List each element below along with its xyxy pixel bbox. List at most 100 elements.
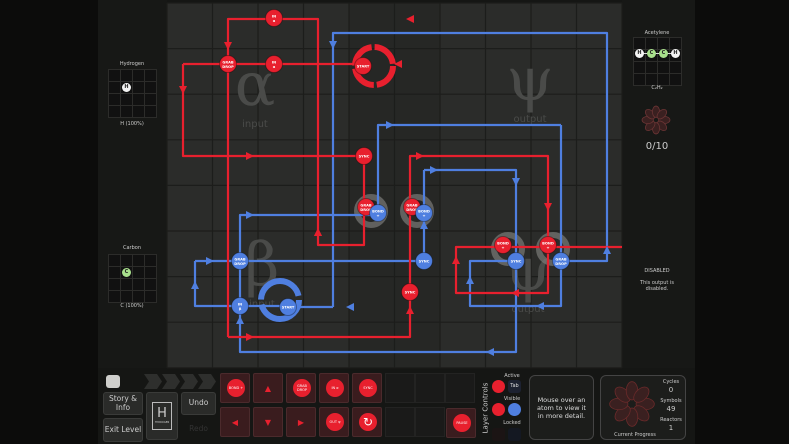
move-down-arrow-icon: ▼: [264, 417, 272, 427]
input-name: Carbon: [122, 245, 141, 251]
exit-level-button[interactable]: Exit Level: [103, 418, 143, 442]
atom-hydrogen: H: [635, 49, 644, 58]
red-symbol-grab-drop-label: DROP: [222, 65, 234, 69]
progress-petal: [656, 108, 668, 120]
atom-carbon[interactable]: C: [122, 268, 131, 277]
element-button[interactable]: H HYDROGEN: [146, 392, 178, 440]
move-left-arrow-icon: ◀: [231, 417, 239, 427]
red-symbol-grab-drop-label: GRAB: [360, 203, 371, 207]
red-direction-arrow: [224, 42, 232, 50]
blue-symbol-bond--label: +: [422, 214, 425, 218]
sync-tool-button[interactable]: SYNC: [352, 373, 382, 403]
red-symbol-in-[interactable]: INα: [265, 9, 283, 27]
blue-symbol-in-[interactable]: INβ: [231, 297, 249, 315]
active-red-layer-toggle[interactable]: [492, 380, 505, 393]
progress-panel: Cycles 0 Symbols 49 Reactors 1 Current P…: [600, 375, 686, 440]
bond-plus-tool-button[interactable]: BOND +: [220, 373, 250, 403]
red-symbol-sync-label: SYNC: [405, 291, 416, 295]
visible-blue-toggle[interactable]: [508, 403, 521, 416]
red-symbol-in--label: α: [273, 19, 276, 23]
blue-direction-arrow: [430, 166, 438, 174]
red-direction-arrow: [511, 289, 519, 297]
red-symbol-sync[interactable]: SYNC: [355, 147, 373, 165]
locked-label: Locked: [503, 420, 521, 426]
red-direction-arrow: [406, 15, 414, 23]
red-symbol-grab-drop-label: GRAB: [406, 203, 417, 207]
red-direction-arrow: [394, 60, 402, 68]
locked-blue-toggle[interactable]: [508, 428, 521, 441]
blue-direction-arrow: [486, 348, 494, 356]
red-symbol-bond-[interactable]: BOND+: [539, 236, 557, 254]
blue-symbol-bond--label: +: [376, 214, 379, 218]
sync-tool-label: SYNC: [359, 379, 377, 397]
tab-button[interactable]: Tab: [508, 380, 521, 393]
move-right-tool-button[interactable]: ▶: [286, 407, 316, 437]
menu-icon[interactable]: [106, 375, 120, 388]
blue-direction-arrow: [386, 121, 394, 129]
input-alpha-tool-label: IN α: [326, 379, 344, 397]
locked-red-toggle[interactable]: [492, 428, 505, 441]
red-symbol-grab-drop-label: DROP: [360, 208, 372, 212]
red-symbol-bond--label: BOND: [542, 241, 554, 245]
pause-label: PAUSE: [453, 414, 471, 432]
red-symbol-sync[interactable]: SYNC: [401, 283, 419, 301]
blue-symbol-sync-disc: [507, 252, 525, 270]
red-direction-arrow: [416, 152, 424, 160]
input-grid[interactable]: [108, 69, 157, 118]
rotate-icon: ↻: [359, 413, 377, 431]
output-grid[interactable]: [633, 37, 682, 86]
progress-flower-icon: [609, 381, 655, 427]
blue-symbol-bond--disc: [369, 204, 387, 222]
move-up-tool-button[interactable]: ▲: [253, 373, 283, 403]
story-info-button[interactable]: Story & Info: [103, 392, 143, 415]
atom-hydrogen[interactable]: H: [122, 83, 131, 92]
redo-button[interactable]: Redo: [189, 423, 208, 433]
progress-title: Current Progress: [614, 432, 656, 438]
visible-red-toggle[interactable]: [492, 403, 505, 416]
blue-direction-arrow: [191, 281, 199, 289]
blue-symbol-sync-label: SYNC: [511, 260, 522, 264]
output-psi-tool-button[interactable]: OUT ψ: [319, 407, 349, 437]
move-down-tool-button[interactable]: ▼: [253, 407, 283, 437]
input-grid[interactable]: [108, 254, 157, 303]
undo-button[interactable]: Undo: [181, 392, 216, 415]
speed-chevrons[interactable]: [144, 374, 216, 389]
blue-symbol-sync[interactable]: SYNC: [507, 252, 525, 270]
atom-info-text: Mouse over an atom to view it in more de…: [537, 395, 586, 420]
blue-symbol-start[interactable]: START: [279, 298, 297, 316]
red-symbol-grab-drop-label: DROP: [406, 208, 418, 212]
pause-button[interactable]: PAUSE: [446, 408, 476, 438]
red-symbol-in-[interactable]: INα: [265, 55, 283, 73]
red-symbol-bond-[interactable]: BOND+: [494, 236, 512, 254]
output-formula: C₂H₂: [651, 85, 663, 91]
blue-direction-arrow: [512, 178, 520, 186]
blue-symbol-bond-[interactable]: BOND+: [369, 204, 387, 222]
input-percent: H (100%): [120, 121, 144, 127]
blue-symbol-sync[interactable]: SYNC: [415, 252, 433, 270]
input-alpha-tool-button[interactable]: IN α: [319, 373, 349, 403]
grab-drop-tool-button[interactable]: GRAB DROP: [286, 373, 316, 403]
blue-symbol-bond-[interactable]: BOND+: [415, 204, 433, 222]
blue-symbol-grab-drop-disc: [552, 252, 570, 270]
red-symbol-start-disc: [354, 57, 372, 75]
move-left-tool-button[interactable]: ◀: [220, 407, 250, 437]
rotate-tool-button[interactable]: ↻: [352, 407, 382, 437]
red-direction-arrow: [246, 152, 254, 160]
reactors-value: 1: [668, 424, 674, 432]
red-symbol-grab-drop-label: GRAB: [222, 60, 233, 64]
input-percent: C (100%): [120, 303, 144, 309]
element-symbol: H: [157, 406, 167, 422]
red-symbol-bond--label: +: [546, 246, 549, 250]
blue-symbol-in--label: IN: [238, 302, 242, 306]
red-symbol-start[interactable]: START: [354, 57, 372, 75]
red-direction-arrow: [406, 306, 414, 314]
red-direction-arrow: [544, 203, 552, 211]
blue-direction-arrow: [206, 257, 214, 265]
blue-direction-arrow: [420, 221, 428, 229]
blue-direction-arrow: [236, 316, 244, 324]
red-symbol-in--label: IN: [272, 14, 276, 18]
